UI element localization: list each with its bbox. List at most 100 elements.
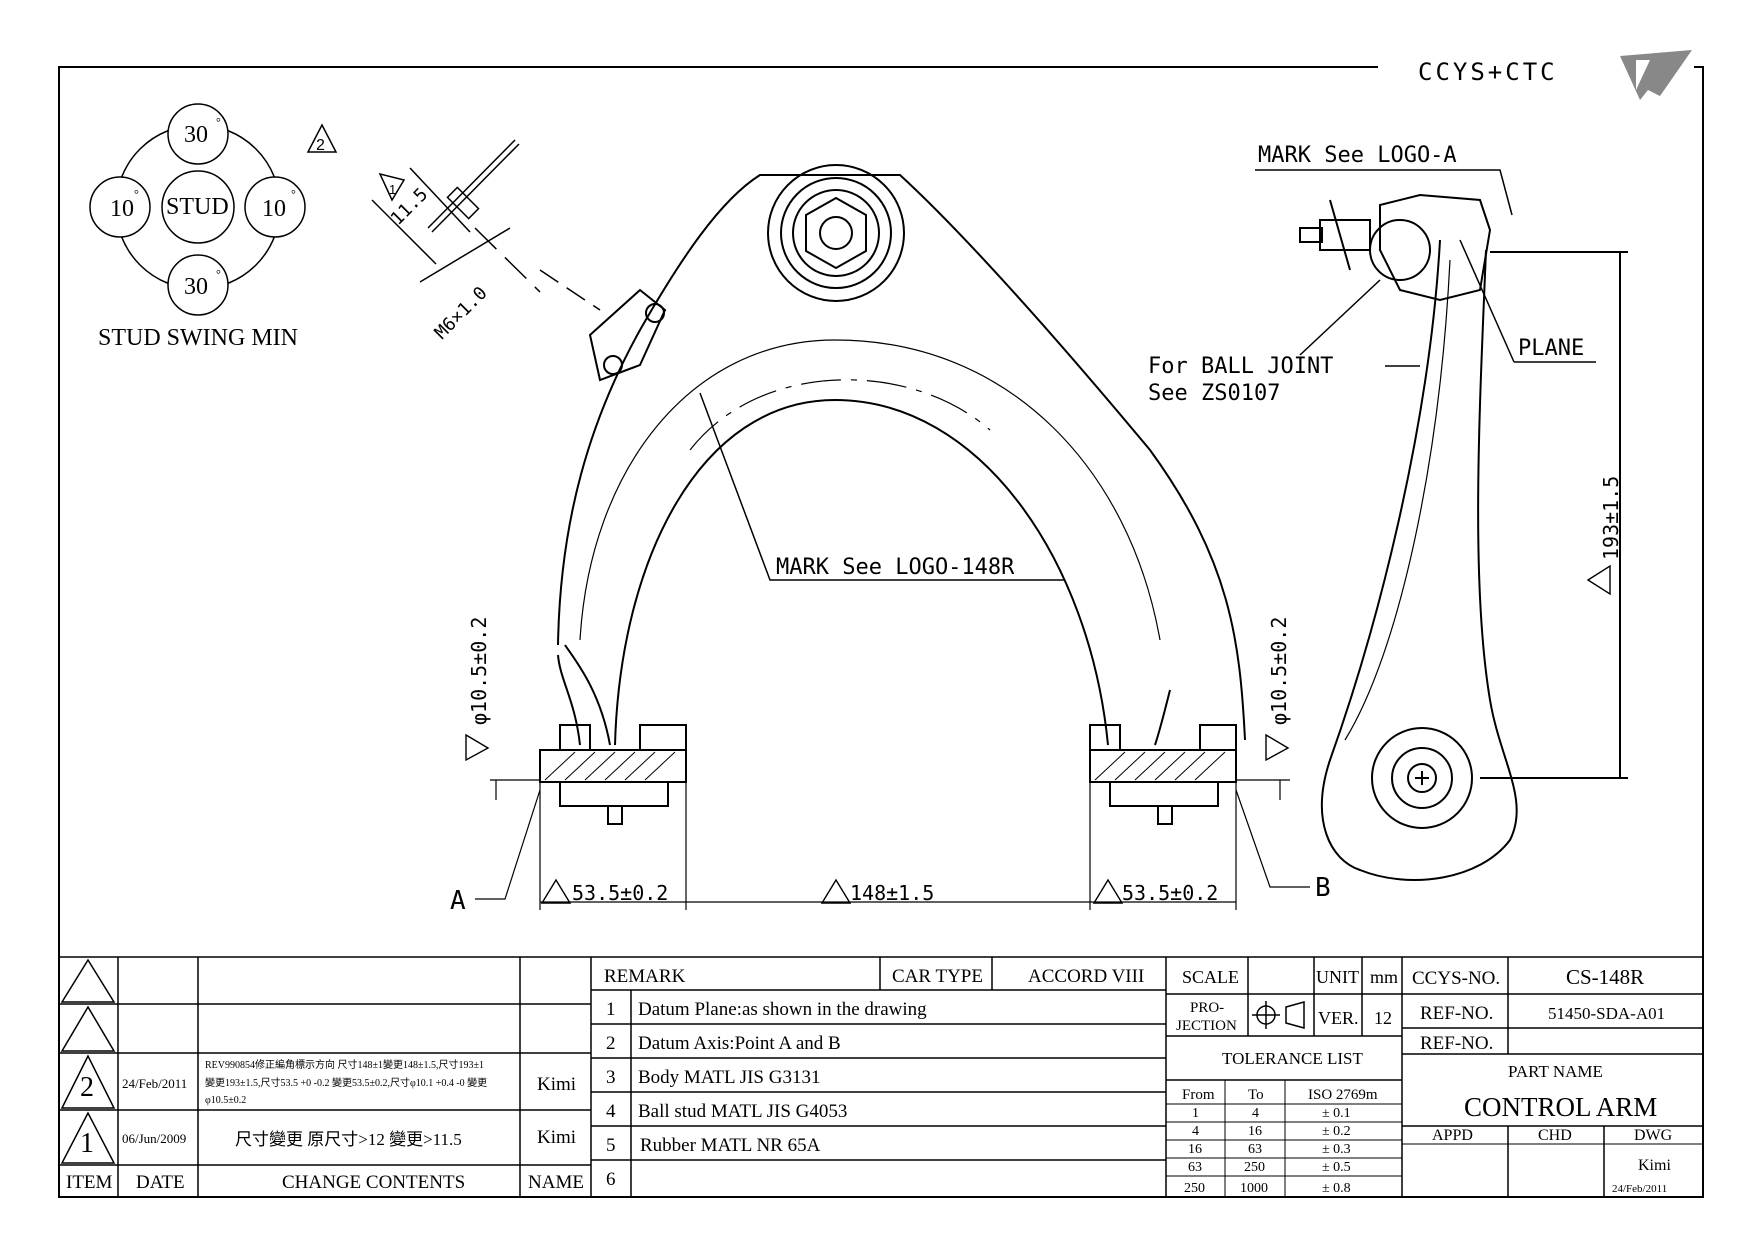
control-arm-front-view bbox=[539, 164, 1246, 825]
projection-label-1: PRO- bbox=[1190, 1000, 1224, 1016]
unit-value: mm bbox=[1370, 967, 1398, 987]
remark-num: 5 bbox=[606, 1135, 616, 1156]
ccys-no-value: CS-148R bbox=[1566, 965, 1644, 989]
label-mark-logo-148r: MARK See LOGO-148R bbox=[776, 555, 1015, 580]
swing-bottom-value: 30 bbox=[184, 274, 208, 300]
dim-dia-left: φ10.5±0.2 bbox=[467, 617, 491, 725]
rev-header-date: DATE bbox=[136, 1172, 185, 1193]
rev-contents-1: 尺寸變更 原尺寸>12 變更>11.5 bbox=[235, 1130, 462, 1149]
swing-title: STUD SWING MIN bbox=[98, 325, 298, 351]
tol-from: 1 bbox=[1192, 1106, 1199, 1121]
tol-to: 4 bbox=[1252, 1106, 1259, 1121]
brand-logo-text: CCYS+CTC bbox=[1418, 58, 1558, 86]
tol-to: 16 bbox=[1248, 1124, 1262, 1139]
tol-val: ± 0.8 bbox=[1322, 1181, 1351, 1196]
rev-date-2: 24/Feb/2011 bbox=[122, 1076, 187, 1091]
tol-from: 250 bbox=[1184, 1181, 1205, 1196]
rev-triangle-height bbox=[1586, 564, 1611, 596]
rev-header-item: ITEM bbox=[66, 1172, 113, 1193]
part-name-label: PART NAME bbox=[1508, 1062, 1603, 1081]
tol-val: ± 0.1 bbox=[1322, 1106, 1351, 1121]
rev-contents-2b: 變更193±1.5,尺寸53.5 +0 -0.2 變更53.5±0.2,尺寸φ1… bbox=[205, 1076, 487, 1089]
tol-to: 250 bbox=[1244, 1160, 1265, 1175]
rev-triangles-bottom bbox=[465, 733, 1290, 904]
swing-top-value: 30 bbox=[184, 122, 208, 148]
rev-triangle-2 bbox=[306, 123, 338, 153]
deg-sign: ° bbox=[216, 267, 221, 281]
label-point-b: B bbox=[1315, 873, 1331, 903]
rev-header-name: NAME bbox=[528, 1172, 584, 1193]
tol-header-to: To bbox=[1248, 1087, 1264, 1103]
label-ball-joint-1: For BALL JOINT bbox=[1148, 354, 1333, 379]
control-arm-side-view bbox=[1299, 193, 1628, 881]
remark-text: Body MATL JIS G3131 bbox=[638, 1067, 820, 1088]
swing-right-value: 10 bbox=[262, 196, 286, 222]
remark-text: Datum Axis:Point A and B bbox=[638, 1033, 841, 1054]
stud-swing-diagram bbox=[89, 103, 338, 316]
dim-dia-right: φ10.5±0.2 bbox=[1267, 617, 1291, 725]
chd-label: CHD bbox=[1538, 1127, 1572, 1144]
remark-title: REMARK bbox=[604, 966, 686, 987]
dwg-label: DWG bbox=[1634, 1127, 1673, 1144]
part-name-value: CONTROL ARM bbox=[1464, 1092, 1657, 1122]
brand-logo-mark bbox=[1620, 50, 1692, 100]
swing-center-label: STUD bbox=[166, 194, 229, 220]
brand-logo: CCYS+CTC bbox=[1418, 50, 1692, 100]
tol-to: 1000 bbox=[1240, 1181, 1268, 1196]
bushing-hatching bbox=[544, 751, 1226, 781]
appd-label: APPD bbox=[1432, 1127, 1473, 1144]
dim-thread: M6×1.0 bbox=[431, 283, 492, 344]
label-mark-logo-a: MARK See LOGO-A bbox=[1258, 143, 1457, 168]
tol-from: 63 bbox=[1188, 1160, 1202, 1175]
tol-from: 16 bbox=[1188, 1142, 1202, 1157]
car-type-value: ACCORD VIII bbox=[1028, 966, 1144, 987]
ref-no-value: 51450-SDA-A01 bbox=[1548, 1004, 1665, 1023]
projection-label-2: JECTION bbox=[1176, 1018, 1237, 1034]
rev-date-1: 06/Jun/2009 bbox=[122, 1131, 186, 1146]
label-point-a: A bbox=[450, 886, 466, 916]
ver-value: 12 bbox=[1374, 1008, 1392, 1028]
tol-header-from: From bbox=[1182, 1087, 1215, 1103]
rev-name-2: Kimi bbox=[537, 1074, 576, 1095]
rev-name-1: Kimi bbox=[537, 1127, 576, 1148]
tol-from: 4 bbox=[1192, 1124, 1199, 1139]
dim-bottom-right: 53.5±0.2 bbox=[1122, 881, 1218, 905]
ccys-no-label: CCYS-NO. bbox=[1412, 968, 1500, 989]
dim-bottom-left: 53.5±0.2 bbox=[572, 881, 668, 905]
rev-mark-2: 2 bbox=[80, 1072, 94, 1103]
title-block-lines bbox=[59, 956, 1703, 1197]
tol-val: ± 0.3 bbox=[1322, 1142, 1351, 1157]
tol-to: 63 bbox=[1248, 1142, 1262, 1157]
drawn-date: 24/Feb/2011 bbox=[1612, 1183, 1667, 1195]
ball-stud-detail bbox=[371, 139, 601, 311]
rev-contents-2a: REV990854修正編角標示方向 尺寸148±1變更148±1.5,尺寸193… bbox=[205, 1058, 484, 1071]
tolerance-title: TOLERANCE LIST bbox=[1222, 1049, 1363, 1068]
rev-mark-number: 2 bbox=[316, 137, 325, 154]
leader-logo-148r bbox=[699, 392, 1065, 581]
unit-label: UNIT bbox=[1316, 967, 1359, 987]
remark-text: Ball stud MATL JIS G4053 bbox=[638, 1101, 847, 1122]
remark-num: 3 bbox=[606, 1067, 616, 1088]
rev-mark-1: 1 bbox=[80, 1128, 94, 1159]
label-ball-joint-2: See ZS0107 bbox=[1148, 381, 1280, 406]
remark-num: 4 bbox=[606, 1101, 616, 1122]
rev-contents-2c: φ10.5±0.2 bbox=[205, 1095, 246, 1106]
remark-text: Rubber MATL NR 65A bbox=[640, 1135, 821, 1156]
scale-label: SCALE bbox=[1182, 967, 1239, 987]
side-leaders bbox=[1255, 169, 1596, 367]
deg-sign: ° bbox=[216, 115, 221, 129]
sheet-border bbox=[58, 66, 1704, 1198]
remark-num: 2 bbox=[606, 1033, 616, 1054]
deg-sign: ° bbox=[291, 187, 296, 201]
ref-no-label: REF-NO. bbox=[1420, 1003, 1493, 1024]
remark-num: 6 bbox=[606, 1169, 616, 1190]
ref-no-2-label: REF-NO. bbox=[1420, 1033, 1493, 1054]
tol-val: ± 0.2 bbox=[1322, 1124, 1351, 1139]
rev-header-contents: CHANGE CONTENTS bbox=[282, 1172, 465, 1193]
remark-text: Datum Plane:as shown in the drawing bbox=[638, 999, 927, 1020]
dim-stud-rev: 1 bbox=[389, 182, 396, 197]
drawn-by: Kimi bbox=[1638, 1157, 1671, 1174]
label-plane: PLANE bbox=[1518, 336, 1584, 361]
swing-left-value: 10 bbox=[110, 196, 134, 222]
